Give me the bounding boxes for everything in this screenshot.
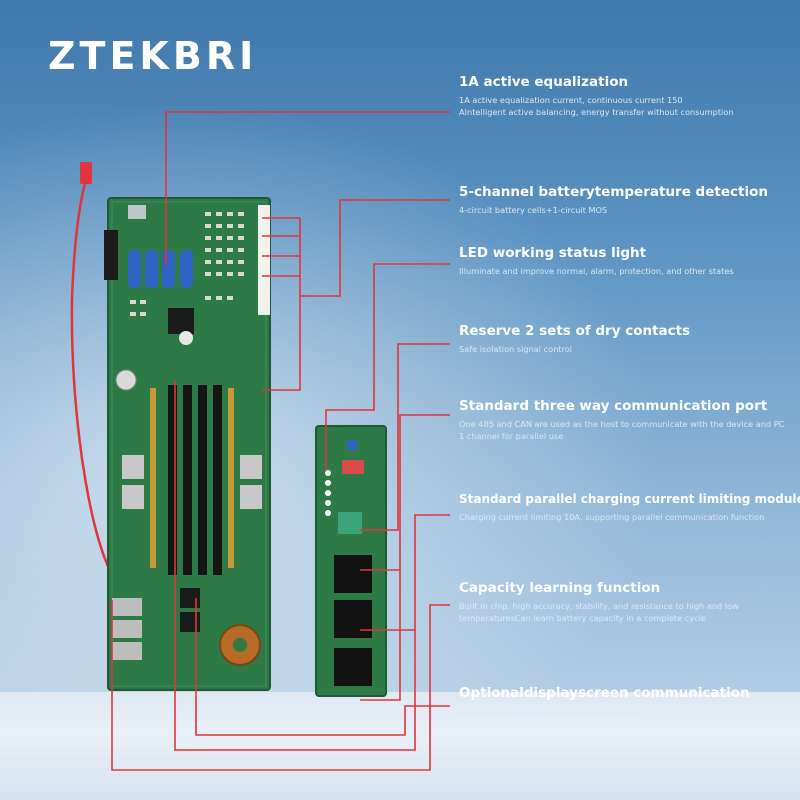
dry-contact-terminal: [338, 512, 362, 534]
relay: [112, 642, 142, 660]
white-connector: [258, 205, 270, 315]
status-leds: [325, 470, 331, 516]
rj45-port: [334, 600, 372, 638]
main-chip: [168, 308, 194, 334]
feature-description: Charging current limiting 10A, supportin…: [459, 512, 765, 522]
feature-description: Real time monitoring of battery pack sta…: [459, 706, 638, 716]
feature-communication-port: Standard three way communication port On…: [459, 398, 789, 442]
ic-chip: [180, 588, 200, 608]
coin-battery: [115, 369, 137, 391]
feature-description: Illuminate and improve normal, alarm, pr…: [459, 266, 734, 276]
wire-connector: [80, 162, 92, 184]
feature-display-communication: Optionaldisplayscreen communication Real…: [459, 685, 789, 717]
feature-title: Reserve 2 sets of dry contacts: [459, 323, 691, 339]
mosfet-array: [168, 385, 222, 575]
feature-title: LED working status light: [459, 245, 647, 261]
feature-title: Standard parallel charging current limit…: [459, 492, 800, 506]
feature-description-2: AIntelligent active balancing, energy tr…: [459, 107, 734, 117]
dip-switch: [342, 460, 364, 474]
relay: [112, 620, 142, 638]
copper-bus-bar: [228, 388, 234, 568]
rj45-port: [334, 648, 372, 686]
capacitor: [128, 250, 141, 288]
blue-switch: [347, 440, 357, 450]
smd-components: [130, 212, 244, 316]
feature-capacity-learning: Capacity learning function Built in chip…: [459, 580, 789, 624]
pin-header: [104, 230, 118, 280]
relay: [112, 598, 142, 616]
feature-current-limiting: Standard parallel charging current limit…: [459, 491, 800, 523]
feature-description: Safe isolation signal control: [459, 344, 573, 354]
callout-lines: [111, 111, 450, 771]
terminal-block: [240, 455, 262, 479]
feature-title: 1A active equalization: [459, 74, 629, 90]
floor-surface: [0, 692, 800, 800]
feature-title: Optionaldisplayscreen communication: [459, 685, 750, 701]
feature-description: One 485 and CAN are used as the host to …: [459, 419, 785, 441]
feature-title: 5-channel batterytemperature detection: [459, 184, 768, 200]
feature-title: Capacity learning function: [459, 580, 661, 596]
feature-active-equalization: 1A active equalization 1A active equaliz…: [459, 74, 789, 118]
capacitor: [162, 250, 175, 288]
feature-description: 4-circuit battery cells+1-circuit MOS: [459, 205, 608, 215]
feature-description: Built in chip, high accuracy, stability,…: [459, 601, 739, 623]
rj45-port: [334, 555, 372, 593]
capacitor: [180, 250, 193, 288]
communication-board: [315, 425, 387, 697]
feature-description: 1A active equalization current, continuo…: [459, 95, 683, 105]
main-bms-board: [104, 197, 271, 691]
feature-led-status: LED working status light Illuminate and …: [459, 245, 789, 277]
feature-dry-contacts: Reserve 2 sets of dry contacts Safe isol…: [459, 323, 789, 355]
ic-chip: [180, 612, 200, 632]
terminal-block: [240, 485, 262, 509]
feature-title: Standard three way communication port: [459, 398, 768, 414]
copper-bus-bar: [150, 388, 156, 568]
terminal-block: [122, 455, 144, 479]
feature-temperature-detection: 5-channel batterytemperature detection 4…: [459, 184, 789, 216]
inductor-small: [179, 331, 193, 345]
terminal-block: [122, 485, 144, 509]
brand-logo: ZTEKBRI: [48, 34, 258, 78]
board-port: [128, 205, 146, 219]
capacitor: [145, 250, 158, 288]
red-power-wire: [70, 179, 119, 583]
